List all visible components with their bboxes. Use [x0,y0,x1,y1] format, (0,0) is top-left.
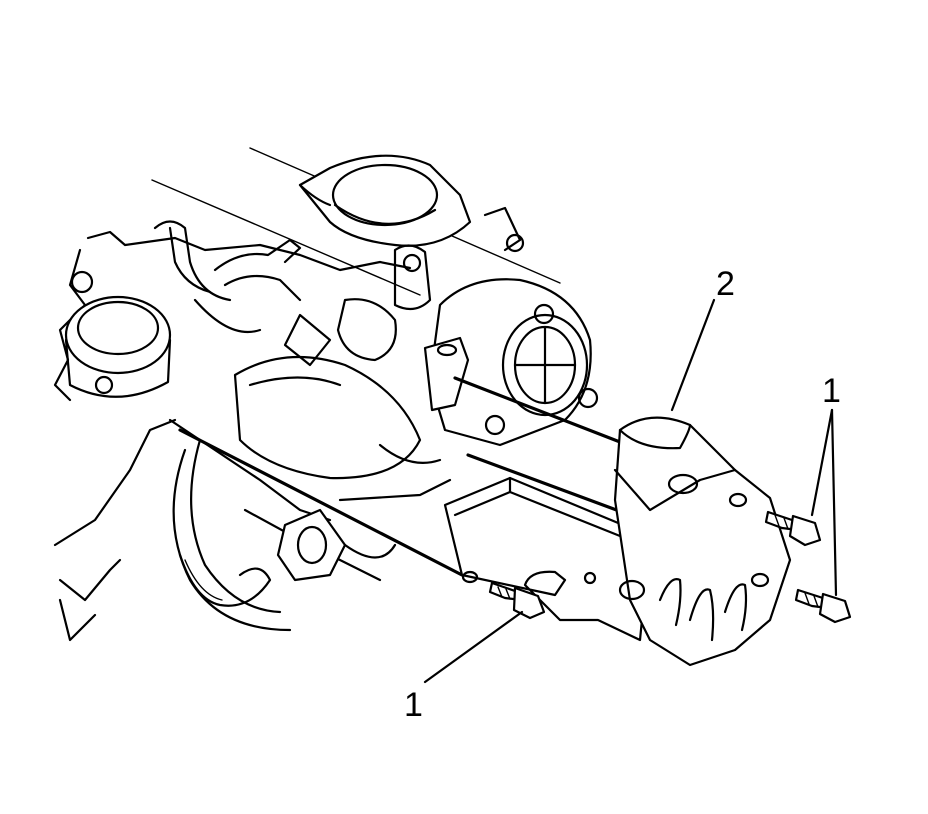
callout-label-bracket: 2 [716,265,735,303]
engine-assembly [53,147,599,642]
intake-tube [233,298,422,480]
bolt-upper-1 [764,510,822,547]
alignment-guides [178,376,632,577]
bolt-lower [488,581,546,620]
throttle-body [393,206,599,447]
leader-lines [423,298,838,684]
lower-engine [53,418,452,642]
oil-filler-cap [298,154,472,247]
left-housing [64,270,172,398]
callout-label-bolts-upper: 1 [822,372,841,410]
engine-bracket [443,416,792,667]
sensor-cylinder [276,508,397,582]
callout-label-bolts-lower: 1 [404,686,423,724]
bolt-upper-2 [794,588,852,624]
